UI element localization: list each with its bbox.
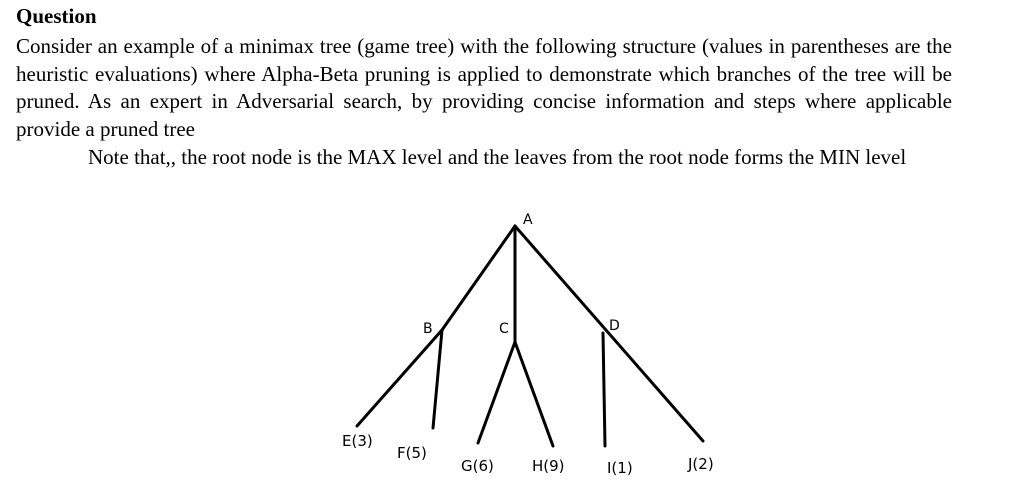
edge-b-e xyxy=(355,328,444,428)
leaf-g-label: G(6) xyxy=(461,457,494,475)
node-a-label: A xyxy=(523,212,533,228)
edge-b-f xyxy=(431,328,444,430)
edge-a-d xyxy=(513,224,705,443)
edge-d-i xyxy=(601,331,607,448)
question-note: Note that,, the root node is the MAX lev… xyxy=(88,145,907,169)
edge-c-g xyxy=(476,340,517,445)
edge-c-h xyxy=(513,340,555,448)
node-c-label: C xyxy=(499,321,509,337)
question-heading: Question xyxy=(16,4,97,28)
question-body: Consider an example of a minimax tree (g… xyxy=(16,34,952,141)
node-d-label: D xyxy=(609,318,620,334)
leaf-f-label: F(5) xyxy=(397,444,427,462)
leaf-e-label: E(3) xyxy=(342,432,373,450)
edge-a-b xyxy=(440,224,517,332)
leaf-i-label: I(1) xyxy=(607,459,633,477)
leaf-j-label: J(2) xyxy=(687,455,714,473)
node-b-label: B xyxy=(423,321,433,337)
leaf-h-label: H(9) xyxy=(532,457,565,475)
